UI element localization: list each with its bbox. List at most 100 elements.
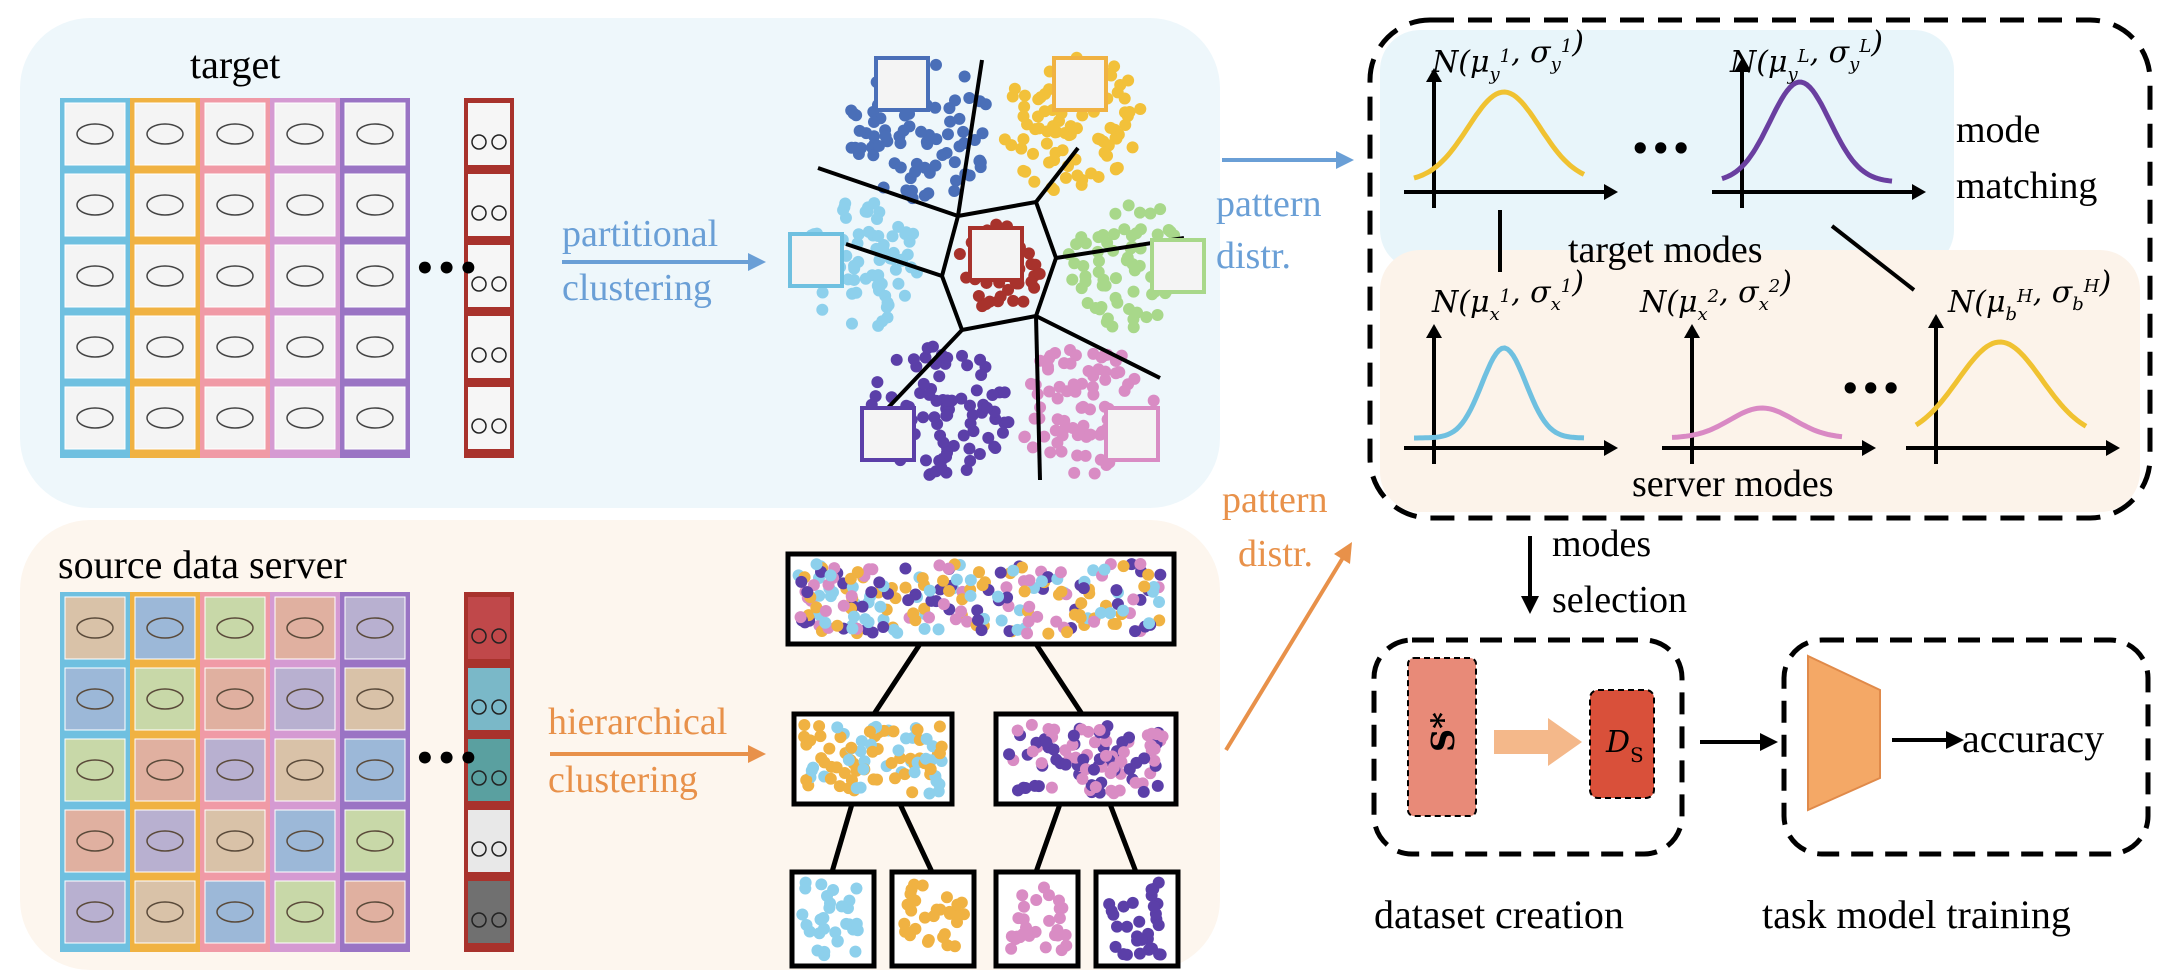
wheel-sketch xyxy=(471,205,487,221)
tree-point xyxy=(805,764,818,777)
scatter-point xyxy=(845,141,858,154)
tree-point xyxy=(937,598,950,611)
tree-point xyxy=(1104,607,1117,620)
hierarchical-arrowhead xyxy=(748,745,766,763)
cluster-icon xyxy=(1104,406,1160,462)
tree-point xyxy=(1135,933,1148,946)
image-thumbnail xyxy=(134,173,196,237)
scatter-point xyxy=(957,125,970,138)
scatter-point xyxy=(1125,229,1138,242)
tree-point xyxy=(909,922,922,935)
task-training-frame xyxy=(1781,637,2151,857)
tree-point xyxy=(900,732,913,745)
image-thumbnail xyxy=(274,244,336,308)
tree-point xyxy=(1032,780,1045,793)
accuracy-label: accuracy xyxy=(1962,716,2104,761)
tree-point xyxy=(1154,568,1167,581)
scatter-point xyxy=(958,70,971,83)
scatter-point xyxy=(933,370,946,383)
mode-plots: N(μy1, σy1)N(μyL, σyL)N(μx1, σx1)N(μx2, … xyxy=(1404,25,2120,464)
tree-point xyxy=(992,590,1005,603)
tree-point xyxy=(950,573,963,586)
scatter-point xyxy=(816,303,829,316)
tree-point xyxy=(994,566,1007,579)
thumbnail-sketch xyxy=(146,265,184,287)
tree-point xyxy=(1075,597,1088,610)
thumbnail-sketch xyxy=(356,617,394,639)
scatter-point xyxy=(919,351,932,364)
tree-point xyxy=(938,928,951,941)
thumbnail-sketch xyxy=(286,336,324,358)
tree-point xyxy=(1127,593,1140,606)
tree-point xyxy=(1030,893,1043,906)
thumbnail-sketch xyxy=(216,688,254,710)
scatter-point xyxy=(934,429,947,442)
wheel-sketch xyxy=(491,770,507,786)
tree-point xyxy=(877,620,890,633)
scatter-point xyxy=(871,279,884,292)
thumbnail-sketch xyxy=(286,759,324,781)
scatter-point xyxy=(1108,60,1121,73)
tree-point xyxy=(811,944,824,957)
tree-point xyxy=(873,576,886,589)
scatter-point xyxy=(901,248,914,261)
thumbnail-sketch xyxy=(356,830,394,852)
scatter-point xyxy=(994,290,1007,303)
scatter-point xyxy=(903,235,916,248)
tree-point xyxy=(1042,627,1055,640)
tree-point xyxy=(1011,784,1024,797)
scatter-point xyxy=(1053,380,1066,393)
image-thumbnail xyxy=(204,880,266,944)
tree-point xyxy=(1148,754,1161,767)
scatter-point xyxy=(872,230,885,243)
tree-point xyxy=(850,882,863,895)
scatter-point xyxy=(1092,255,1105,268)
thumbnail-sketch xyxy=(146,830,184,852)
plot-y-arrowhead xyxy=(1426,324,1442,338)
scatter-point xyxy=(1051,436,1064,449)
plot-x-arrowhead xyxy=(2106,440,2120,456)
scatter-point xyxy=(1071,169,1084,182)
scatter-point xyxy=(960,463,973,476)
wheel-sketch xyxy=(471,628,487,644)
tree-point xyxy=(865,586,878,599)
bicycle-thumbnail xyxy=(468,668,510,730)
thumbnail-sketch xyxy=(356,265,394,287)
scatter-point xyxy=(1093,428,1106,441)
scatter-point xyxy=(1018,89,1031,102)
tree-point xyxy=(909,614,922,627)
tree-point xyxy=(1107,908,1120,921)
tree-point xyxy=(1129,776,1142,789)
scatter-point xyxy=(898,109,911,122)
partition-icons xyxy=(788,56,1206,462)
tree-point xyxy=(1001,591,1014,604)
image-thumbnail xyxy=(134,102,196,166)
scatter-point xyxy=(1017,295,1030,308)
scatter-point xyxy=(1123,303,1136,316)
tree-point xyxy=(1000,581,1013,594)
tree-point xyxy=(1145,942,1158,955)
scatter-point xyxy=(964,454,977,467)
tree-point xyxy=(856,600,869,613)
modes-selection-label-2: selection xyxy=(1552,579,1687,621)
scatter-point xyxy=(1048,154,1061,167)
thumbnail-sketch xyxy=(76,265,114,287)
scatter-point xyxy=(881,296,894,309)
tree-point xyxy=(1035,575,1048,588)
scatter-point xyxy=(1038,430,1051,443)
thumbnail-sketch xyxy=(146,194,184,216)
dataset-creation-frame xyxy=(1371,637,1685,857)
tree-point xyxy=(799,882,812,895)
wheel-sketch xyxy=(491,134,507,150)
tree-point xyxy=(1074,611,1087,624)
server-modes-ellipsis: ••• xyxy=(1840,370,1901,408)
image-thumbnail xyxy=(64,880,126,944)
thumbnail-sketch xyxy=(356,123,394,145)
tree-point xyxy=(911,723,924,736)
tree-point xyxy=(1077,582,1090,595)
scatter-point xyxy=(1098,146,1111,159)
scatter-point xyxy=(1049,346,1062,359)
scatter-point xyxy=(989,441,1002,454)
gaussian-formula: N(μx1, σx1) xyxy=(1431,265,1584,325)
tree-point xyxy=(1066,738,1079,751)
